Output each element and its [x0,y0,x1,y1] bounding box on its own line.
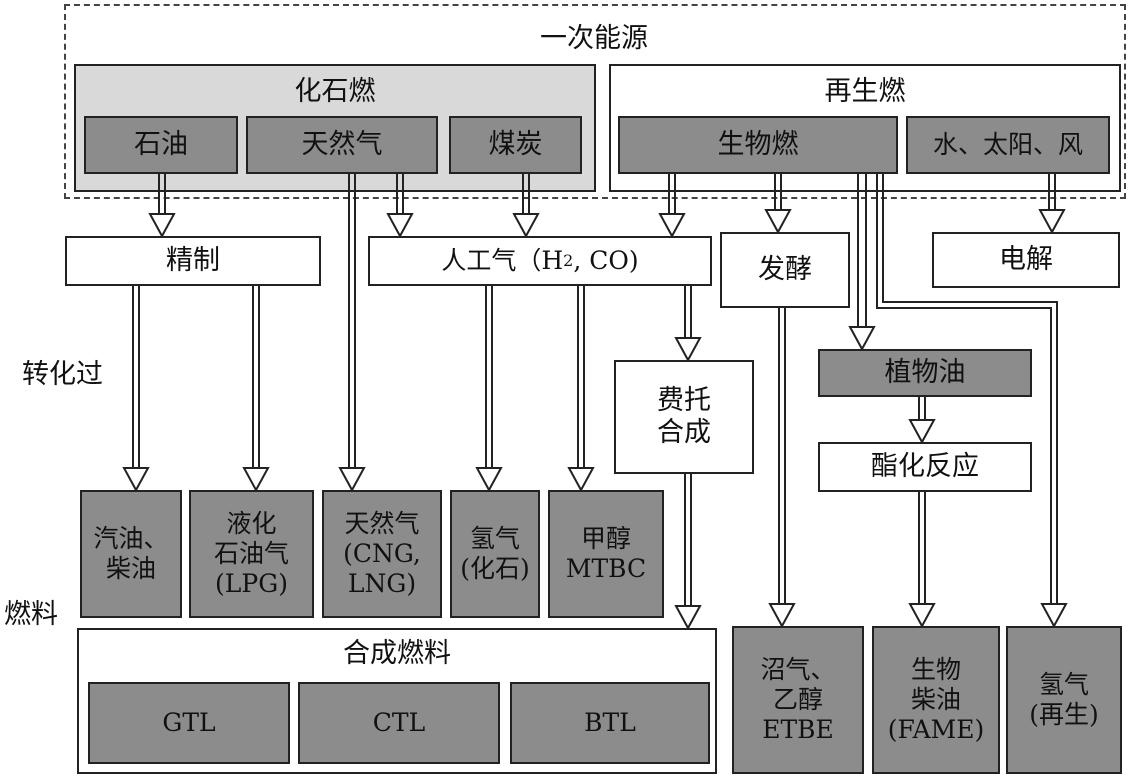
gasoline-diesel-node: 汽油、 柴油 [80,490,182,618]
syngas-suffix: , CO) [573,246,639,275]
arrow-refining-gasoline [122,286,150,493]
ctl-node: CTL [298,682,500,764]
coal-node: 煤炭 [449,116,582,174]
arrow-refining-lpg [242,286,270,493]
hydrogen-fossil-node: 氢气 (化石) [450,490,540,618]
cng-lng-node: 天然气 (CNG, LNG) [322,490,442,618]
arrow-syngas-hydrogen [475,286,503,493]
cng-lng-line-1: 天然气 [344,509,420,538]
methanol-line-1: 甲醇 [580,524,631,553]
hydrogen-fossil-line-2: (化石) [460,554,530,583]
biodiesel-line-3: (FAME) [887,715,985,744]
methanol-line-2: MTBC [565,554,647,583]
lpg-node: 液化 石油气 (LPG) [189,490,314,618]
biogas-ethanol-line-3: ETBE [762,715,834,744]
ft-line-1: 费托 [657,384,711,416]
hydrogen-renewable-node: 氢气 (再生) [1006,626,1122,774]
syngas-prefix: 人工气（H [441,246,564,275]
arrow-wsw-electrolysis [1038,174,1066,235]
natural-gas-node: 天然气 [246,116,438,174]
cng-lng-line-3: LNG) [347,569,417,598]
arrow-syngas-methanol [567,286,595,493]
lpg-line-1: 液化 [226,509,277,538]
arrow-ester-biodiesel [908,492,936,629]
synthetic-fuel-title: 合成燃料 [343,638,451,669]
gasoline-diesel-line-1: 汽油、 [93,524,169,553]
esterification-node: 酯化反应 [818,442,1032,492]
primary-energy-frame [64,4,1126,199]
cng-lng-line-2: (CNG, [343,539,421,568]
btl-node: BTL [510,682,710,764]
arrow-vegoil-ester [908,397,936,445]
arrow-biofuel-fermentation [764,174,792,235]
syngas-subscript: 2 [563,251,574,271]
biodiesel-line-2: 柴油 [910,685,961,714]
hydrogen-renewable-line-1: 氢气 [1038,670,1089,699]
lpg-line-2: 石油气 [213,539,289,568]
hydrogen-renewable-line-2: (再生) [1029,700,1099,729]
biogas-ethanol-line-2: 乙醇 [772,685,823,714]
hydrogen-fossil-line-1: 氢气 [469,524,520,553]
arrow-ft-synthetic [674,474,702,631]
arrow-coal-syngas [512,174,540,239]
water-solar-wind-node: 水、太阳、风 [906,116,1110,174]
renewable-fuel-title: 再生燃 [824,76,906,107]
arrow-gas-cng [338,174,366,493]
oil-node: 石油 [84,116,238,174]
refining-node: 精制 [65,236,321,286]
methanol-node: 甲醇 MTBC [548,490,664,618]
ft-line-2: 合成 [657,417,711,448]
arrow-biofuel-syngas [658,174,686,239]
arrow-biofuel-hydrogen [876,174,1068,629]
biofuel-node: 生物燃 [618,116,898,174]
biodiesel-line-1: 生物 [910,655,961,684]
lpg-line-3: (LPG) [215,569,288,598]
arrow-oil-refining [148,174,176,239]
arrow-syngas-ft [674,286,702,363]
biogas-ethanol-line-1: 沼气、 [760,655,836,684]
fuel-label: 燃料 [4,599,58,630]
biogas-ethanol-node: 沼气、 乙醇 ETBE [732,626,864,774]
electrolysis-node: 电解 [932,232,1120,288]
arrow-gas-syngas [386,174,414,239]
fossil-fuel-title: 化石燃 [294,76,376,107]
fischer-tropsch-node: 费托 合成 [614,360,754,474]
arrow-fermentation-biogas [768,308,796,629]
gasoline-diesel-line-2: 柴油 [105,554,156,583]
primary-energy-title: 一次能源 [540,23,648,54]
arrow-biofuel-vegoil [848,174,876,352]
fermentation-node: 发酵 [720,232,850,308]
biodiesel-node: 生物 柴油 (FAME) [872,626,1000,774]
conversion-label: 转化过 [22,359,103,390]
gtl-node: GTL [88,682,290,764]
vegetable-oil-node: 植物油 [818,349,1032,397]
